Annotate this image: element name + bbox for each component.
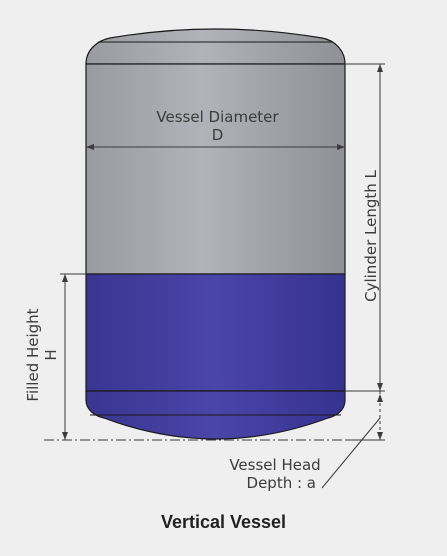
diameter-label: Vessel Diameter D	[140, 108, 295, 144]
filled-arrow-down-icon	[62, 432, 68, 440]
diameter-label-line1: Vessel Diameter	[156, 108, 279, 126]
head-arrow-up-icon	[377, 394, 383, 402]
head-depth-label: Vessel Head Depth : a	[222, 456, 328, 492]
arrow-left-icon	[86, 144, 94, 150]
vessel-shell	[85, 63, 346, 275]
arrow-down-icon	[377, 383, 383, 391]
head-leader-line	[321, 417, 381, 489]
filled-height-line1: Filled Height	[24, 308, 42, 402]
arrow-right-icon	[337, 144, 345, 150]
head-arrow-down-icon	[377, 432, 383, 440]
top-head	[85, 28, 346, 65]
diagram-title: Vertical Vessel	[160, 512, 287, 532]
diameter-label-line2: D	[211, 126, 224, 144]
arrow-up-icon	[377, 64, 383, 72]
filled-height-label: Filled Height H	[24, 275, 64, 435]
head-depth-line2: Depth : a	[246, 474, 316, 492]
filled-arrow-up-icon	[62, 274, 68, 282]
cylinder-length-label: Cylinder Length L	[362, 170, 380, 302]
liquid-fill	[85, 273, 346, 392]
head-depth-line1: Vessel Head	[229, 456, 321, 474]
filled-height-line2: H	[42, 349, 60, 361]
